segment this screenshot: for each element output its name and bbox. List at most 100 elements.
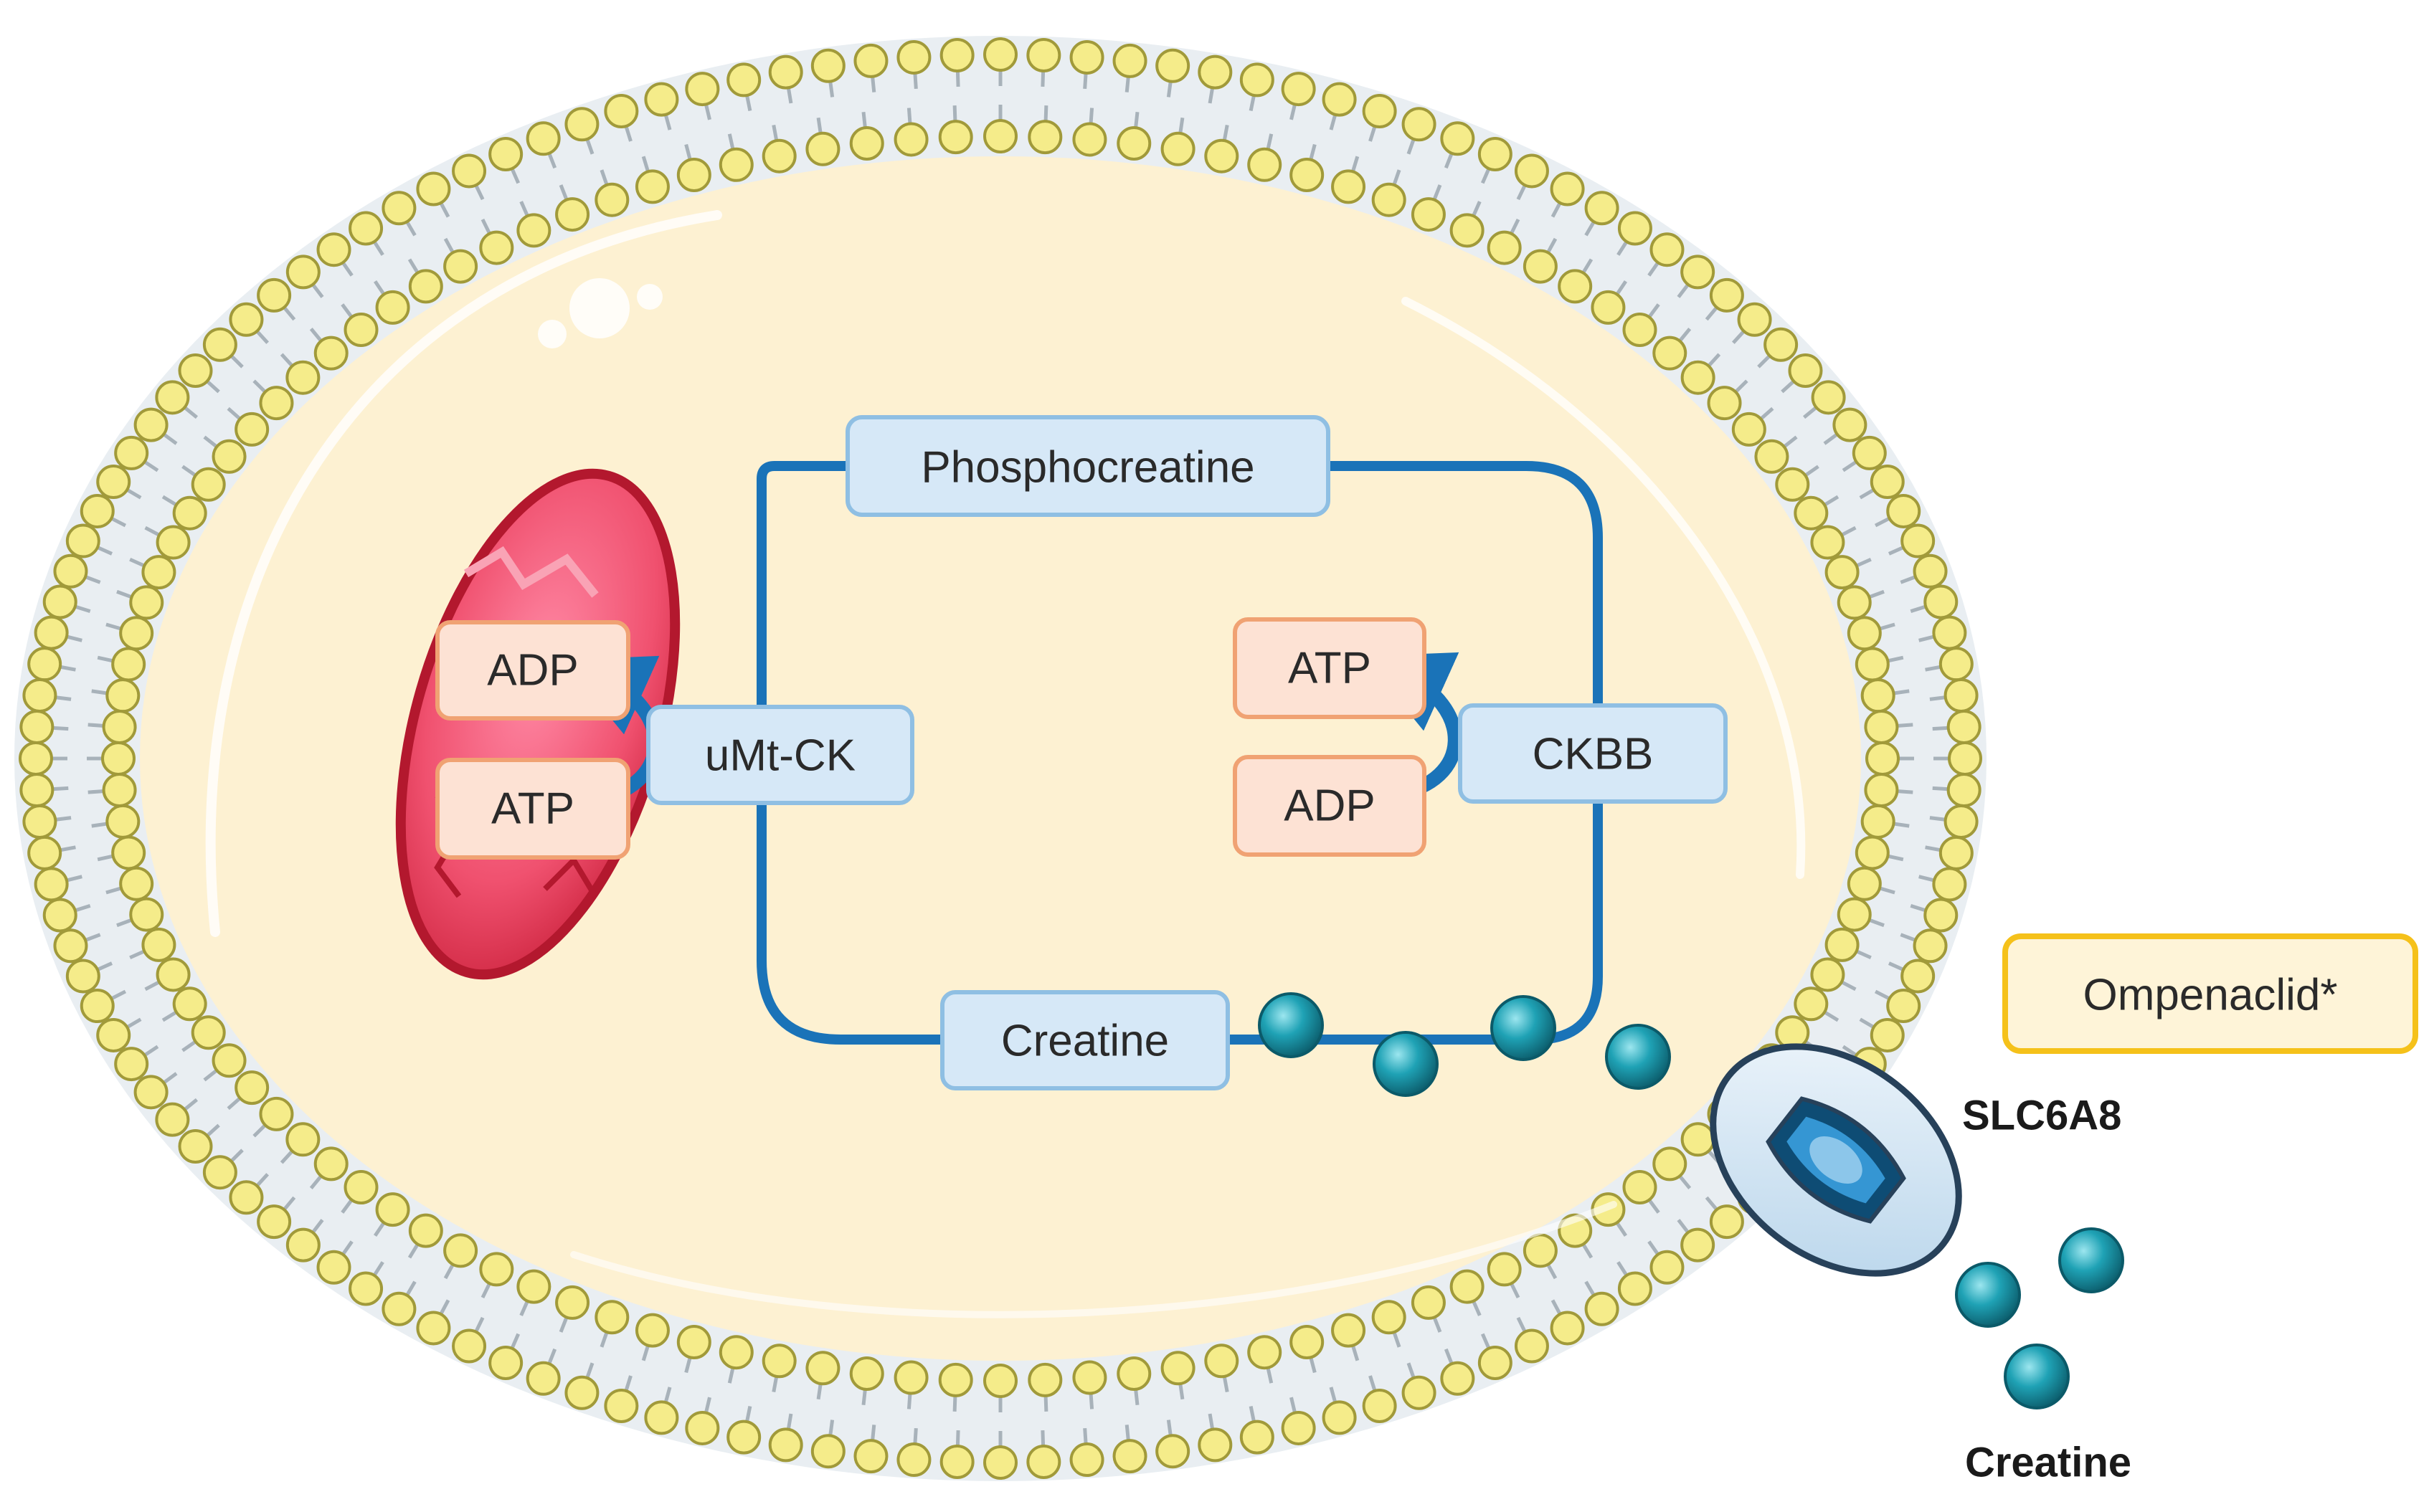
lipid-head — [1932, 867, 1967, 902]
lipid-head — [416, 171, 451, 206]
lipid-head — [316, 232, 351, 267]
lipid-head — [526, 1361, 561, 1396]
lipid-head — [1775, 467, 1810, 502]
lipid-head — [65, 523, 100, 558]
lipid-head — [1946, 709, 1981, 744]
lipid-head — [191, 1015, 226, 1050]
lipid-head — [382, 1291, 417, 1326]
lipid-head — [259, 1096, 294, 1131]
lipid-head — [1440, 121, 1475, 156]
lipid-head — [1550, 171, 1585, 206]
lipid-head — [1514, 1328, 1549, 1364]
lipid-head — [938, 1362, 973, 1397]
lipid-head — [1281, 1410, 1316, 1445]
lipid-head — [1477, 137, 1512, 172]
lipid-head — [53, 553, 88, 589]
lipid-head — [1401, 107, 1436, 142]
transporter-label: SLC6A8 — [1962, 1093, 2121, 1139]
lipid-head — [894, 1360, 929, 1395]
lipid-head — [604, 94, 639, 129]
drug-label: Ompenaclid* — [2083, 971, 2338, 1020]
lipid-head — [853, 1439, 889, 1474]
lipid-head — [983, 37, 1018, 72]
creatine-inside-label: Creatine — [1001, 1017, 1169, 1066]
lipid-head — [235, 1070, 270, 1106]
lipid-head — [212, 1043, 247, 1078]
lipid-head — [1680, 360, 1715, 395]
lipid-head — [1072, 1360, 1107, 1395]
lipid-head — [1477, 1345, 1512, 1380]
lipid-head — [1584, 191, 1619, 226]
lipid-head — [1160, 131, 1195, 166]
lipid-head — [805, 1351, 841, 1386]
ckbb-label: CKBB — [1533, 730, 1654, 779]
lipid-head — [111, 835, 146, 870]
lipid-head — [1943, 804, 1979, 840]
lipid-head — [22, 804, 57, 840]
creatine-molecule-icon — [1373, 1031, 1439, 1097]
lipid-head — [1550, 1311, 1585, 1346]
lipid-head — [141, 555, 176, 590]
lipid-head — [1923, 584, 1959, 619]
cyto-atp-box — [1233, 617, 1426, 719]
lipid-head — [676, 1324, 711, 1359]
lipid-head — [1449, 1269, 1485, 1304]
lipid-head — [810, 48, 846, 83]
mito-adp-label: ADP — [487, 646, 578, 695]
lipid-head — [1886, 989, 1921, 1024]
lipid-head — [102, 772, 137, 807]
lipid-head — [938, 120, 973, 155]
lipid-head — [1069, 39, 1104, 75]
lipid-head — [516, 1269, 551, 1304]
lipid-head — [1837, 585, 1872, 620]
cytoplasm-highlight — [205, 210, 722, 937]
lipid-head — [382, 191, 417, 226]
lipid-head — [768, 54, 803, 90]
lipid-head — [53, 928, 88, 964]
lipid-head — [202, 1155, 237, 1190]
lipid-head — [1680, 1122, 1715, 1157]
lipid-head — [1117, 1356, 1152, 1391]
lipid-head — [635, 1313, 670, 1348]
lipid-head — [635, 169, 670, 204]
lipid-head — [1622, 1170, 1657, 1205]
lipid-head — [1649, 1250, 1685, 1285]
lipid-head — [172, 495, 207, 531]
lipid-head — [119, 616, 154, 651]
lipid-head — [155, 380, 190, 415]
lipid-head — [1239, 62, 1274, 98]
lipid-head — [676, 158, 711, 193]
lipid-head — [313, 336, 349, 371]
lipid-head — [564, 1375, 600, 1410]
lipid-head — [1938, 647, 1974, 682]
lipid-head — [1514, 153, 1549, 189]
lipid-head — [452, 1328, 487, 1364]
lipid-head — [96, 465, 131, 500]
lipid-head — [1028, 1362, 1063, 1397]
lipid-head — [479, 1252, 514, 1287]
lipid-head — [595, 1300, 630, 1335]
creatine-molecule-icon — [1490, 995, 1556, 1061]
phosphocreatine-label: Phosphocreatine — [921, 443, 1254, 493]
lipid-head — [156, 525, 191, 560]
lipid-head — [685, 72, 720, 107]
lipid-head — [595, 182, 630, 217]
lipid-head — [375, 1192, 410, 1227]
drug-box — [2002, 933, 2418, 1054]
lipid-head — [1932, 615, 1967, 650]
lipid-head — [939, 37, 975, 72]
lipid-head — [1411, 1285, 1446, 1320]
lipid-head — [555, 197, 590, 232]
mito-atp-box — [435, 758, 630, 860]
lipid-head — [1026, 37, 1061, 72]
lipid-head — [1870, 1017, 1905, 1052]
lipid-head — [105, 804, 141, 839]
lipid-head — [853, 43, 889, 78]
lipid-head — [111, 647, 146, 682]
cyto-adp-label: ADP — [1284, 781, 1375, 831]
lipid-head — [685, 1410, 720, 1445]
lipid-head — [1401, 1375, 1436, 1410]
lipid-head — [344, 1170, 379, 1205]
phosphocreatine-box — [846, 415, 1330, 517]
lipid-head — [1900, 959, 1936, 994]
